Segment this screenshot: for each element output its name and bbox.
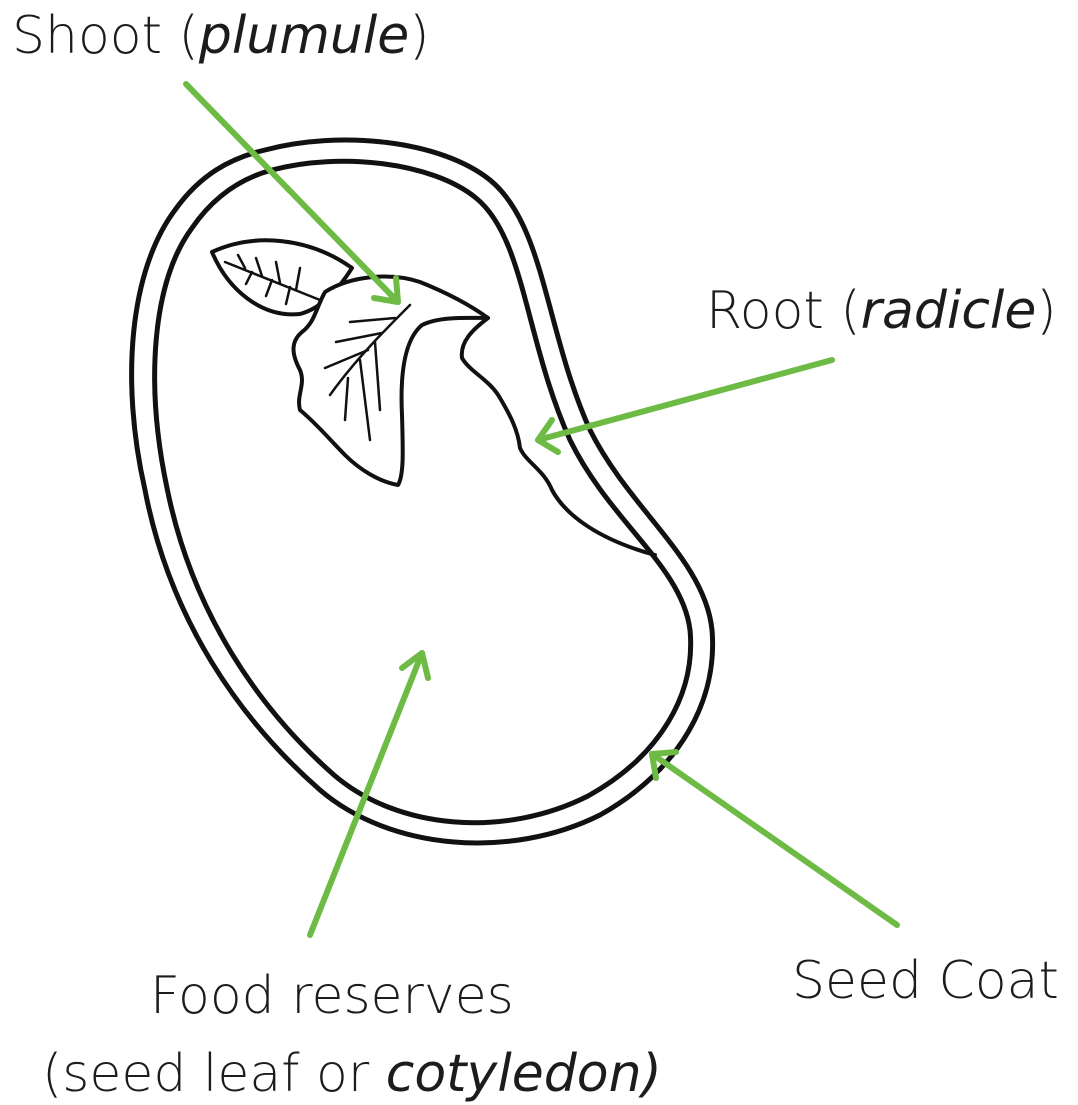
root-label-text: Root ( <box>706 281 861 341</box>
root-label-close: ) <box>1036 281 1056 341</box>
root-label: Root (radicle) <box>706 285 1057 337</box>
food-reserves-sublabel-italic: cotyledon) <box>386 1044 662 1104</box>
shoot-label-text: Shoot ( <box>12 6 199 66</box>
food-reserves-sublabel: (seed leaf or cotyledon) <box>42 1048 662 1100</box>
seed-coat-arrow <box>652 752 897 925</box>
plumule-front-leaf <box>294 277 489 485</box>
seed-coat-label: Seed Coat <box>792 955 1059 1007</box>
food-reserves-sublabel-text: (seed leaf or <box>42 1044 386 1104</box>
root-label-italic: radicle <box>861 281 1037 341</box>
annotation-arrows <box>186 84 897 935</box>
seed-coat-outline <box>132 140 713 843</box>
plumule-shape <box>212 240 655 555</box>
shoot-label-italic: plumule <box>199 6 409 66</box>
seed-coat-outer <box>132 140 713 843</box>
food-reserves-label: Food reserves <box>150 970 514 1022</box>
shoot-label-close: ) <box>409 6 429 66</box>
shoot-label: Shoot (plumule) <box>12 10 430 62</box>
